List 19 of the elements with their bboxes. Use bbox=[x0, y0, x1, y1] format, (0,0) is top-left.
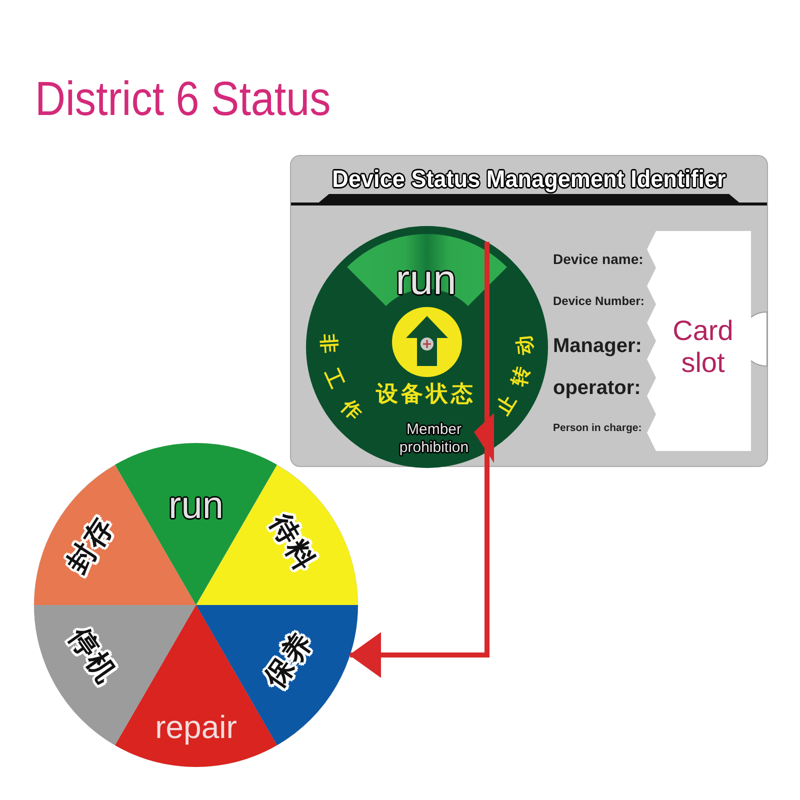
field-label: Manager: bbox=[553, 336, 642, 356]
page-title: District 6 Status bbox=[35, 76, 331, 124]
segment-label: 停机 bbox=[64, 623, 122, 689]
segment-label: repair bbox=[155, 711, 237, 743]
segment-label: 保养 bbox=[260, 627, 318, 693]
card-title: Device Status Management Identifier bbox=[332, 168, 726, 192]
overlay-label: Member prohibition bbox=[398, 421, 470, 457]
field-label: Person in charge: bbox=[553, 422, 642, 434]
segment-label: run bbox=[168, 487, 224, 525]
segment-label: 待料 bbox=[266, 510, 320, 576]
field-label: Device name: bbox=[553, 252, 644, 266]
slot-label: Card slot bbox=[672, 314, 734, 380]
connector-arrow bbox=[349, 242, 490, 678]
field-label: Device Number: bbox=[553, 295, 644, 307]
segment-label: 封存 bbox=[62, 512, 120, 578]
ring-text: 止转动 bbox=[493, 320, 538, 419]
field-label: operator: bbox=[553, 378, 641, 398]
dial-label: run bbox=[396, 259, 456, 301]
status-card bbox=[290, 155, 768, 467]
